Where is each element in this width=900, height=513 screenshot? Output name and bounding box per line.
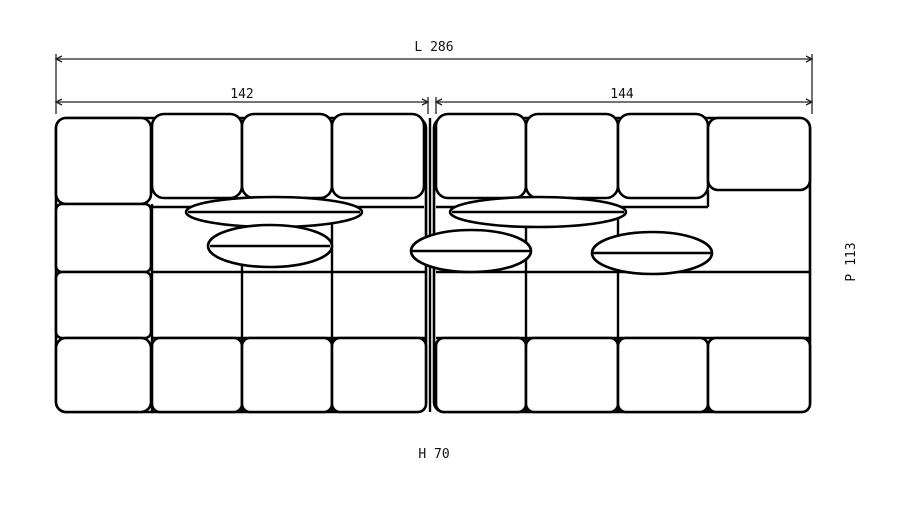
module-width-dimensions: 142 144 <box>54 87 814 114</box>
left-armrest-cushion-3 <box>54 270 153 340</box>
left-seat-cushion-2 <box>240 336 334 414</box>
right-back-cushion-2 <box>524 112 620 200</box>
depth-label: P 113 <box>844 242 859 281</box>
left-armrest-cushion-2 <box>54 202 153 274</box>
right-sofa-module <box>409 112 812 414</box>
left-back-cushion-2 <box>240 112 334 200</box>
overall-length-label: L 286 <box>414 40 453 55</box>
left-seat-cushion-3 <box>330 336 428 414</box>
right-seat-cushion-1 <box>434 336 528 414</box>
left-armrest-cushion-1 <box>54 116 153 206</box>
left-module-width-label: 142 <box>230 87 253 102</box>
left-seat-cushion-1 <box>150 336 244 414</box>
height-label: H 70 <box>418 447 449 462</box>
right-back-cushion-1 <box>434 112 528 200</box>
left-sofa-module <box>54 112 428 414</box>
right-seat-cushion-2 <box>524 336 620 414</box>
right-module-width-label: 144 <box>610 87 634 102</box>
right-seat-cushion-3 <box>616 336 710 414</box>
left-back-cushion-3 <box>330 112 426 200</box>
overall-length-dimension: L 286 <box>54 40 814 114</box>
right-seat-cushion-4 <box>706 336 812 414</box>
right-back-cushion-3 <box>616 112 710 200</box>
left-armrest-cushion-4 <box>54 336 153 414</box>
left-back-cushion-1 <box>150 112 244 200</box>
right-corner-back-cushion <box>706 116 812 192</box>
